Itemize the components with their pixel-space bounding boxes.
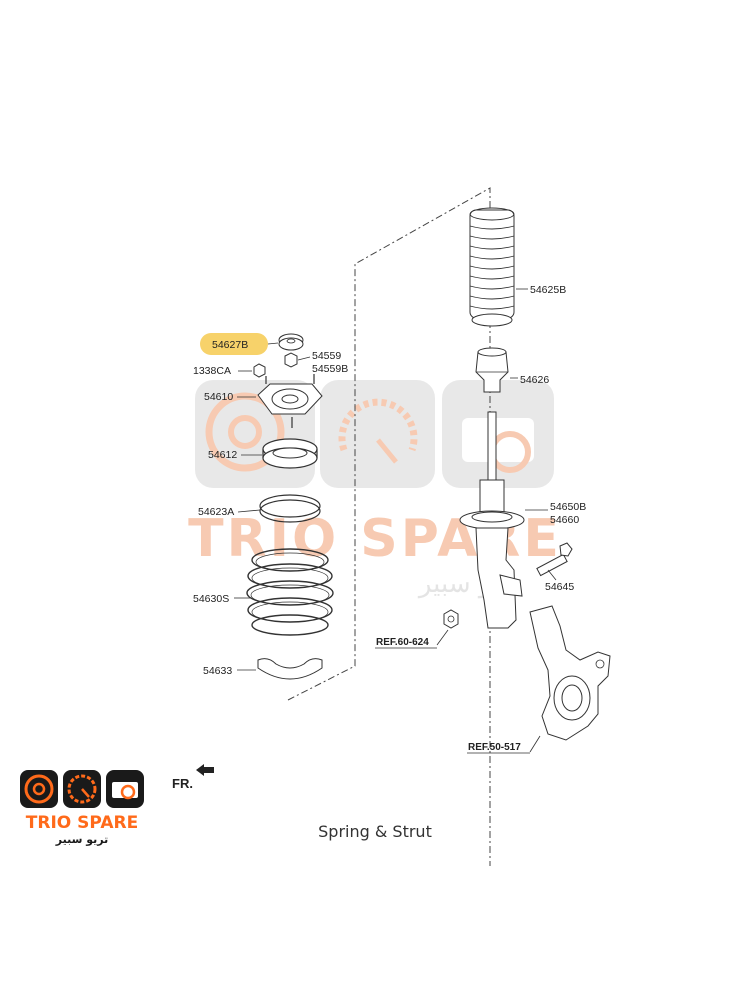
label-54626: 54626 [520,374,549,386]
label-54630S: 54630S [193,593,229,605]
label-54625B: 54625B [530,284,566,296]
speaker-icon [20,770,58,808]
part-54626[interactable]: 54626 [475,347,549,393]
label-54623A: 54623A [198,506,234,518]
direction-marker: FR. [172,764,214,791]
ref-50-517-label: REF.50-517 [468,742,521,753]
label-54559B: 54559B [312,363,348,375]
highlight-badge [200,333,268,355]
part-54610[interactable]: 54610 [204,374,323,428]
brand-logo: TRIO SPARE تريو سبير [20,770,144,846]
arrow-up-left-icon [196,764,214,776]
logo-brand: TRIO SPARE [26,813,138,833]
direction-label: FR. [172,776,193,791]
part-1338CA[interactable]: 1338CA [193,363,266,378]
diagram-caption: Spring & Strut [318,822,432,841]
ref-60-624-label: REF.60-624 [376,637,429,648]
label-54650B: 54650B [550,501,586,513]
watermark-engine-icon [442,380,554,488]
part-54633[interactable]: 54633 [203,658,323,680]
ref-60-624[interactable]: REF.60-624 [375,609,459,649]
logo-arabic: تريو سبير [55,833,108,846]
label-54660: 54660 [550,514,579,526]
part-54650B[interactable]: 54650B 54660 [459,411,586,629]
speedometer-icon [63,770,101,808]
engine-icon [106,770,144,808]
label-54610: 54610 [204,391,233,403]
label-54645: 54645 [545,581,574,593]
part-54623A[interactable]: 54623A [198,494,321,523]
part-54612[interactable]: 54612 [208,438,318,469]
part-54625B[interactable]: 54625B [469,207,566,327]
watermark-speedometer-icon [320,380,435,488]
label-54633: 54633 [203,665,232,677]
label-54612: 54612 [208,449,237,461]
label-54627B: 54627B [212,339,248,351]
part-54630S[interactable]: 54630S [193,548,334,636]
part-54645[interactable]: 54645 [536,542,574,593]
label-54559: 54559 [312,350,341,362]
part-54627B[interactable]: 54627B [200,333,304,355]
label-1338CA: 1338CA [193,365,231,377]
part-54559[interactable]: 54559 54559B [284,350,348,375]
ref-50-517[interactable]: REF.50-517 [467,605,611,754]
